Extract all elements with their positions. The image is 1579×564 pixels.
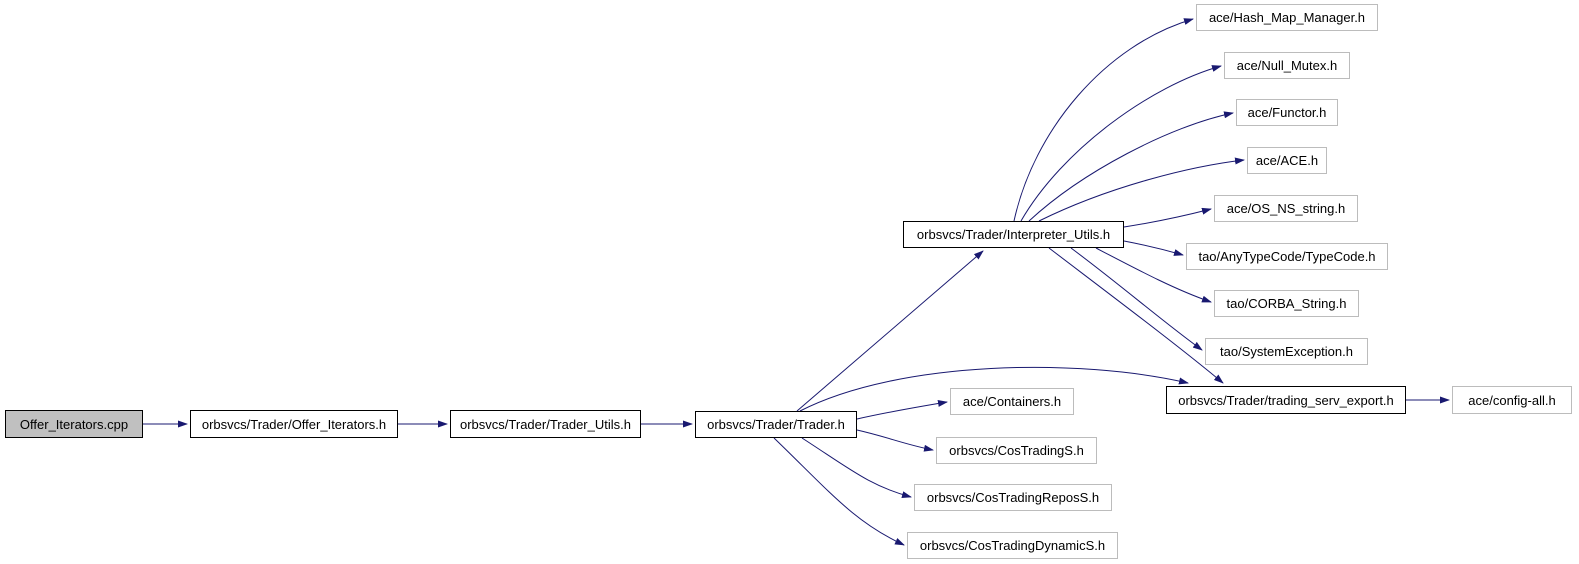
node-costradingdynamics_h[interactable]: orbsvcs/CosTradingDynamicS.h xyxy=(907,532,1118,559)
node-label-corba_string_h: tao/CORBA_String.h xyxy=(1226,296,1347,311)
node-label-trader_utils_h: orbsvcs/Trader/Trader_Utils.h xyxy=(460,416,631,432)
node-label-costradingdynamics_h: orbsvcs/CosTradingDynamicS.h xyxy=(919,538,1106,553)
node-label-typecode_h: tao/AnyTypeCode/TypeCode.h xyxy=(1198,249,1376,264)
edge-interpreter_utils_h-to-hash_map_manager_h xyxy=(1013,18,1194,222)
node-label-costradings_h: orbsvcs/CosTradingS.h xyxy=(949,443,1084,458)
node-trader_h[interactable]: orbsvcs/Trader/Trader.h xyxy=(695,411,857,438)
edge-trader_h-to-costradingreposs_h xyxy=(801,437,912,499)
edge-interpreter_utils_h-to-ace_h xyxy=(1038,157,1245,222)
edge-trader_h-to-containers_h xyxy=(856,400,948,420)
node-typecode_h[interactable]: tao/AnyTypeCode/TypeCode.h xyxy=(1186,243,1388,270)
edge-trader_h-to-costradingdynamics_h xyxy=(773,437,905,546)
edge-interpreter_utils_h-to-trading_serv_export_h xyxy=(1048,247,1224,384)
node-label-config_all_h: ace/config-all.h xyxy=(1468,392,1556,408)
edge-trader_h-to-trading_serv_export_h xyxy=(799,366,1189,412)
node-label-hash_map_manager_h: ace/Hash_Map_Manager.h xyxy=(1208,10,1366,25)
node-null_mutex_h[interactable]: ace/Null_Mutex.h xyxy=(1224,52,1350,79)
node-label-offer_iterators_h: orbsvcs/Trader/Offer_Iterators.h xyxy=(201,416,387,432)
node-trader_utils_h[interactable]: orbsvcs/Trader/Trader_Utils.h xyxy=(450,410,641,438)
edge-interpreter_utils_h-to-functor_h xyxy=(1028,111,1234,222)
edge-trader_h-to-interpreter_utils_h xyxy=(796,250,984,412)
edge-trader_h-to-costradings_h xyxy=(856,429,934,452)
node-ace_h[interactable]: ace/ACE.h xyxy=(1247,147,1327,174)
node-systemexception_h[interactable]: tao/SystemException.h xyxy=(1205,338,1368,365)
edge-interpreter_utils_h-to-os_ns_string_h xyxy=(1123,207,1212,228)
node-label-null_mutex_h: ace/Null_Mutex.h xyxy=(1236,58,1338,73)
edge-interpreter_utils_h-to-corba_string_h xyxy=(1095,247,1212,303)
node-corba_string_h[interactable]: tao/CORBA_String.h xyxy=(1214,290,1359,317)
node-label-trader_h: orbsvcs/Trader/Trader.h xyxy=(707,417,845,432)
edge-interpreter_utils_h-to-typecode_h xyxy=(1123,240,1184,256)
node-costradingreposs_h[interactable]: orbsvcs/CosTradingReposS.h xyxy=(914,484,1112,511)
node-costradings_h[interactable]: orbsvcs/CosTradingS.h xyxy=(936,437,1097,464)
edge-interpreter_utils_h-to-null_mutex_h xyxy=(1020,65,1222,222)
node-label-offer_iterators_cpp: Offer_Iterators.cpp xyxy=(19,416,129,432)
node-hash_map_manager_h[interactable]: ace/Hash_Map_Manager.h xyxy=(1196,4,1378,31)
node-label-containers_h: ace/Containers.h xyxy=(962,394,1062,409)
node-functor_h[interactable]: ace/Functor.h xyxy=(1236,99,1338,126)
node-label-costradingreposs_h: orbsvcs/CosTradingReposS.h xyxy=(926,490,1100,505)
node-label-interpreter_utils_h: orbsvcs/Trader/Interpreter_Utils.h xyxy=(916,227,1111,242)
node-os_ns_string_h[interactable]: ace/OS_NS_string.h xyxy=(1214,195,1358,222)
edge-interpreter_utils_h-to-systemexception_h xyxy=(1070,247,1203,351)
node-config_all_h[interactable]: ace/config-all.h xyxy=(1452,386,1572,414)
node-offer_iterators_h[interactable]: orbsvcs/Trader/Offer_Iterators.h xyxy=(190,410,398,438)
node-interpreter_utils_h[interactable]: orbsvcs/Trader/Interpreter_Utils.h xyxy=(903,221,1124,248)
node-offer_iterators_cpp[interactable]: Offer_Iterators.cpp xyxy=(5,410,143,438)
node-label-os_ns_string_h: ace/OS_NS_string.h xyxy=(1226,201,1346,216)
node-containers_h[interactable]: ace/Containers.h xyxy=(950,388,1074,415)
node-label-trading_serv_export_h: orbsvcs/Trader/trading_serv_export.h xyxy=(1178,392,1394,408)
node-label-ace_h: ace/ACE.h xyxy=(1255,153,1319,168)
node-trading_serv_export_h[interactable]: orbsvcs/Trader/trading_serv_export.h xyxy=(1166,386,1406,414)
node-label-systemexception_h: tao/SystemException.h xyxy=(1220,344,1353,359)
node-label-functor_h: ace/Functor.h xyxy=(1247,105,1327,120)
